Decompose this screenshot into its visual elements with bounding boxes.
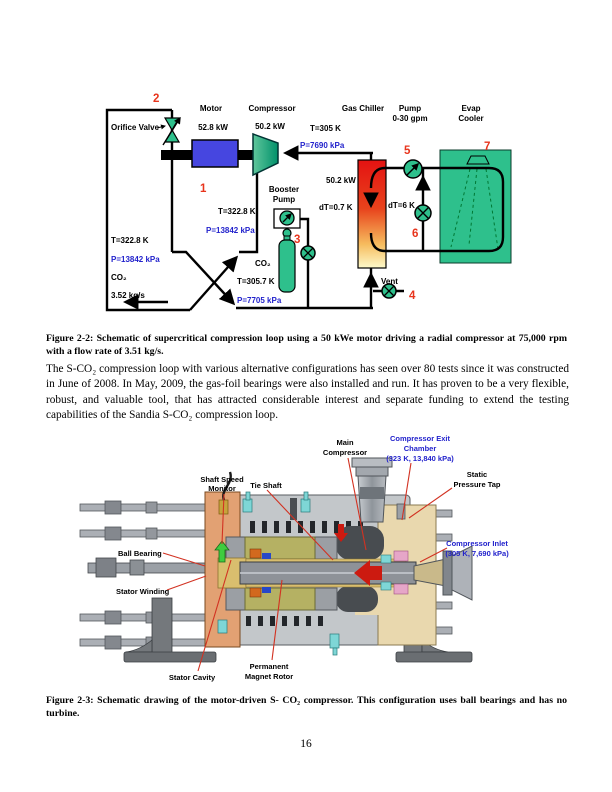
sprinkler-icon (466, 155, 490, 165)
label-inlet-1: Compressor Inlet (446, 539, 508, 548)
t-lp: T=305.7 K (237, 277, 275, 286)
label-shaft-speed-1: Shaft Speed (200, 475, 244, 484)
bearing-parts (249, 548, 409, 598)
gas-chiller-power: 50.2 kW (326, 176, 356, 185)
water-loop-pipe (369, 166, 505, 253)
label-main-compressor-1: Main (336, 438, 354, 447)
component-number-7: 7 (484, 141, 490, 153)
t-inlet: T=305 K (310, 124, 341, 133)
label-stator-cavity: Stator Cavity (169, 673, 216, 682)
p-lp: P=7705 kPa (237, 296, 282, 305)
gas-chiller-dt: dT=0.7 K (319, 203, 353, 212)
component-number-4: 4 (409, 290, 416, 302)
label-exit-chamber-1: Compressor Exit (390, 434, 451, 443)
pump-icon (403, 159, 423, 179)
orifice-label-pointer (156, 124, 166, 130)
gas-chiller-label: Gas Chiller (342, 104, 384, 113)
pump-rate: 0-30 gpm (392, 114, 427, 123)
motor-label: Motor (200, 104, 222, 113)
vent-valve-icon (381, 283, 397, 299)
evap-label-2: Cooler (458, 114, 483, 123)
leader-lines (162, 457, 453, 672)
orifice-valve-icon (162, 116, 181, 146)
flow-arrows (363, 174, 431, 288)
cooling-fins-bottom (246, 616, 323, 626)
loop-dt-label: dT=6 K (388, 201, 415, 210)
left-shaft-stub (87, 557, 209, 578)
valve-6-icon (414, 204, 432, 222)
inlet-flow-arrow (354, 560, 382, 586)
component-number-3: 3 (294, 234, 300, 246)
compressor-body (252, 132, 279, 177)
label-tie-shaft: Tie Shaft (250, 481, 282, 490)
figure-2-2-caption: Figure 2-2: Schematic of supercritical c… (46, 333, 567, 357)
booster-pump-icon (273, 208, 301, 238)
component-number-6: 6 (412, 228, 418, 240)
booster-label-1: Booster (269, 185, 299, 194)
compressor-power: 50.2 kW (255, 122, 285, 131)
pump-label: Pump (399, 104, 421, 113)
co2-bottle-label: CO₂ (255, 259, 271, 268)
page-number: 16 (300, 738, 312, 750)
label-exit-chamber-3: (323 K, 13,840 kPa) (386, 454, 454, 463)
p-inlet: P=7690 kPa (300, 141, 345, 150)
label-static-tap-1: Static (467, 470, 487, 479)
component-number-5: 5 (404, 145, 411, 157)
t-discharge-left: T=322.8 K (111, 236, 149, 245)
booster-valve-icon (300, 245, 316, 261)
motor-power: 52.8 kW (198, 123, 228, 132)
loop-schematic: Motor 52.8 kW Compressor 50.2 kW Gas Chi… (105, 93, 512, 312)
spray-lines (450, 168, 499, 250)
exit-flow-arrow (334, 524, 348, 542)
flow-rate-label: 3.52 kg/s (111, 291, 145, 300)
teal-fittings (217, 491, 340, 656)
co2-cylinder (278, 235, 296, 293)
fluid-label: CO₂ (111, 273, 127, 282)
lower-cavity (336, 586, 378, 612)
label-main-compressor-2: Compressor (323, 448, 367, 457)
p-discharge-mid: P=13842 kPa (206, 226, 255, 235)
speed-sensor-arrow (214, 540, 230, 563)
component-number-1: 1 (200, 183, 207, 195)
label-magnet-rotor-1: Permanent (250, 662, 289, 671)
evap-label-1: Evap (461, 104, 480, 113)
figure-2-3-caption: Figure 2-3: Schematic drawing of the mot… (46, 695, 567, 719)
label-exit-chamber-2: Chamber (404, 444, 437, 453)
label-magnet-rotor-2: Magnet Rotor (245, 672, 293, 681)
label-static-tap-2: Pressure Tap (454, 480, 501, 489)
compressor-label: Compressor (248, 104, 295, 113)
orifice-valve-label: Orifice Valve (111, 123, 160, 132)
inlet-bellmouth (413, 545, 473, 601)
casing-bolt (290, 498, 297, 520)
t-discharge-mid: T=322.8 K (218, 207, 256, 216)
top-pipe (351, 457, 393, 523)
pressure-tap-nub (396, 503, 406, 520)
booster-label-2: Pump (273, 195, 295, 204)
exit-chamber-cavity (336, 526, 384, 560)
label-shaft-speed-2: Monitor (208, 484, 236, 493)
label-stator-winding: Stator Winding (116, 587, 170, 596)
compressor-drawing: Shaft Speed Monitor Tie Shaft Main Compr… (79, 434, 509, 682)
body-paragraph: The S-CO₂ compression loop with various … (46, 363, 569, 421)
label-inlet-2: (305 K, 7,690 kPa) (445, 549, 509, 558)
vent-label: Vent (381, 277, 398, 286)
motor-body (191, 139, 239, 168)
component-number-2: 2 (153, 93, 159, 105)
p-discharge-left: P=13842 kPa (111, 255, 160, 264)
label-ball-bearing: Ball Bearing (118, 549, 162, 558)
